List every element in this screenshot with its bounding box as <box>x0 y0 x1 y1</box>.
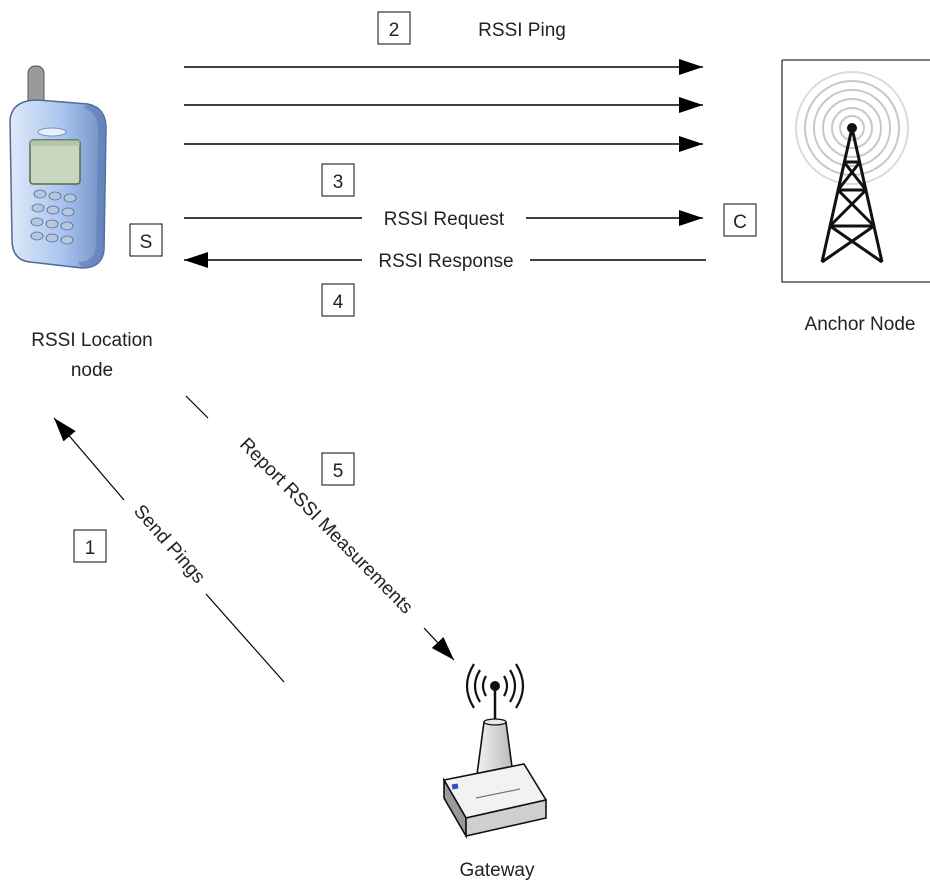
step-2-number: 2 <box>389 20 400 41</box>
step-5-number: 5 <box>333 461 344 482</box>
anchor-node-frame <box>781 59 930 283</box>
step-4-box: 4 <box>321 283 355 317</box>
anchor-node-label: Anchor Node <box>805 314 916 335</box>
mobile-node-label-line1: RSSI Location <box>31 330 152 351</box>
send-pings-arrow-tail <box>205 593 285 683</box>
rssi-request-label: RSSI Request <box>384 209 505 230</box>
mobile-phone-icon <box>9 65 107 269</box>
client-marker-box: C <box>723 203 757 237</box>
step-3-box: 3 <box>321 163 355 197</box>
report-arrow-head <box>423 627 455 661</box>
rssi-ping-label: RSSI Ping <box>478 20 566 41</box>
source-marker-box: S <box>129 223 163 257</box>
client-marker-text: C <box>733 212 747 233</box>
step-3-number: 3 <box>333 172 344 193</box>
step-5-box: 5 <box>321 452 355 486</box>
radio-tower-icon <box>795 71 909 264</box>
step-4-number: 4 <box>333 292 344 313</box>
gateway-label: Gateway <box>460 860 535 881</box>
report-arrow-tail <box>185 395 209 419</box>
step-1-box: 1 <box>73 529 107 563</box>
mobile-node-label-line2: node <box>71 360 113 381</box>
rssi-response-label: RSSI Response <box>378 251 513 272</box>
send-pings-arrow-head <box>53 417 125 501</box>
gateway-router-icon <box>442 663 548 839</box>
step-1-number: 1 <box>85 538 96 559</box>
step-2-box: 2 <box>377 11 411 45</box>
source-marker-text: S <box>140 232 153 253</box>
send-pings-label: Send Pings <box>129 501 209 588</box>
